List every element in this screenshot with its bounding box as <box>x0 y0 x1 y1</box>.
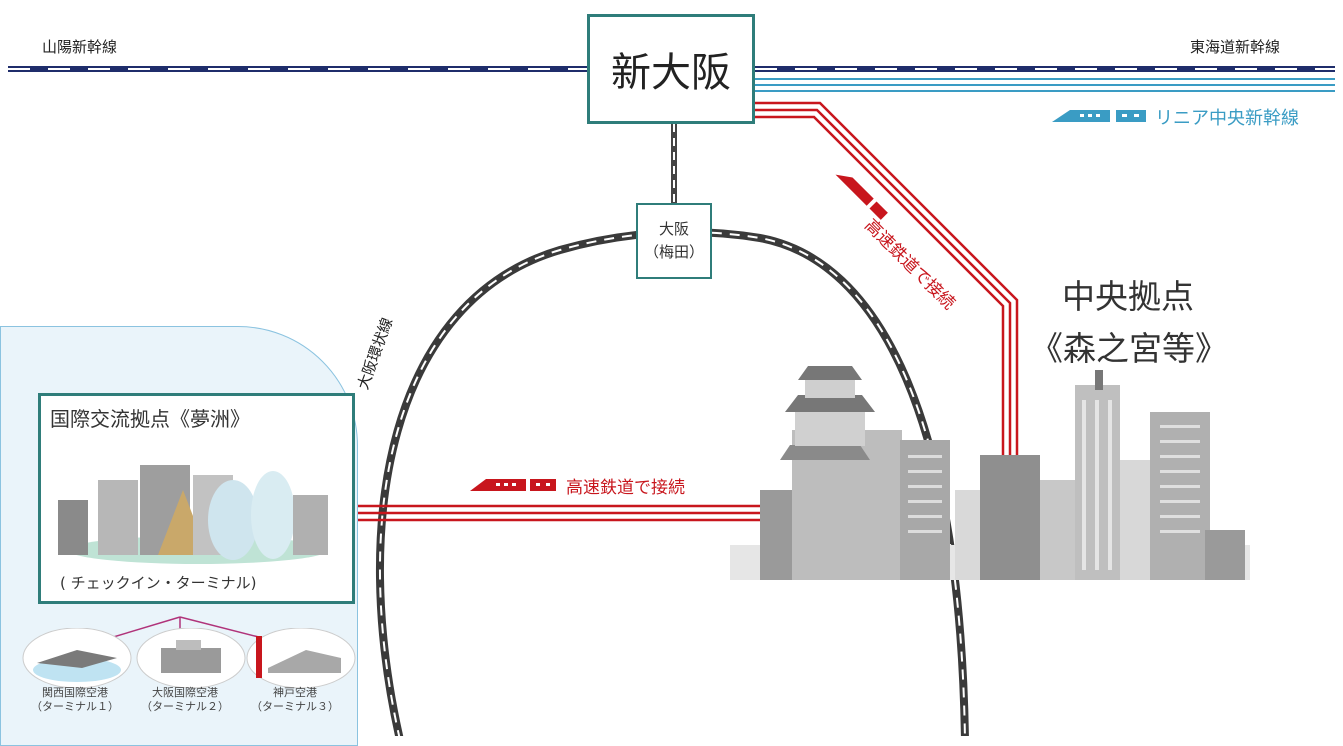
kobe-airport-terminal: （ターミナル３） <box>251 700 339 713</box>
kansai-airport-name: 関西国際空港 <box>42 686 108 699</box>
osaka-loop-line-dash <box>378 231 966 736</box>
yumeshima-title: 国際交流拠点《夢洲》 <box>50 407 250 431</box>
rail-connection-label-horizontal: 高速鉄道で接続 <box>566 478 685 498</box>
kobe-airport-name: 神戸空港 <box>273 686 317 699</box>
kansai-airport-icon <box>22 628 132 688</box>
tokaido-shinkansen-label: 東海道新幹線 <box>1190 38 1281 56</box>
itami-airport-label: 大阪国際空港 （ターミナル２） <box>130 686 240 714</box>
itami-airport-terminal: （ターミナル２） <box>141 700 229 713</box>
rail-to-yumeshima <box>336 504 760 522</box>
checkin-terminal-label: ( チェックイン・ターミナル) <box>60 574 257 592</box>
central-hub-title: 中央拠点 <box>1062 277 1194 316</box>
linear-train-icon <box>1052 110 1146 122</box>
linear-chuo-shinkansen-label: リニア中央新幹線 <box>1155 108 1299 129</box>
kansai-airport-terminal: （ターミナル１） <box>31 700 119 713</box>
itami-airport-icon <box>136 628 246 688</box>
shin-osaka-label: 新大阪 <box>611 50 731 96</box>
rail-to-central-hub <box>755 101 1019 455</box>
osaka-label: 大阪 <box>658 220 689 238</box>
rail-train-icon-horizontal <box>470 479 556 491</box>
kobe-airport-label: 神戸空港 （ターミナル３） <box>240 686 350 714</box>
rail-train-icon-diagonal <box>835 174 888 220</box>
shin-osaka-station: 新大阪 <box>587 14 755 124</box>
umeda-label: （梅田） <box>643 243 704 261</box>
central-hub-skyline <box>730 366 1250 580</box>
sanyo-shinkansen-label: 山陽新幹線 <box>42 38 118 56</box>
kobe-airport-icon <box>246 628 356 688</box>
osaka-umeda-station: 大阪 （梅田） <box>636 203 712 279</box>
itami-airport-name: 大阪国際空港 <box>152 686 218 699</box>
central-hub-subtitle: 《森之宮等》 <box>1030 329 1228 368</box>
kansai-airport-label: 関西国際空港 （ターミナル１） <box>20 686 130 714</box>
yumeshima-illustration <box>58 465 328 564</box>
